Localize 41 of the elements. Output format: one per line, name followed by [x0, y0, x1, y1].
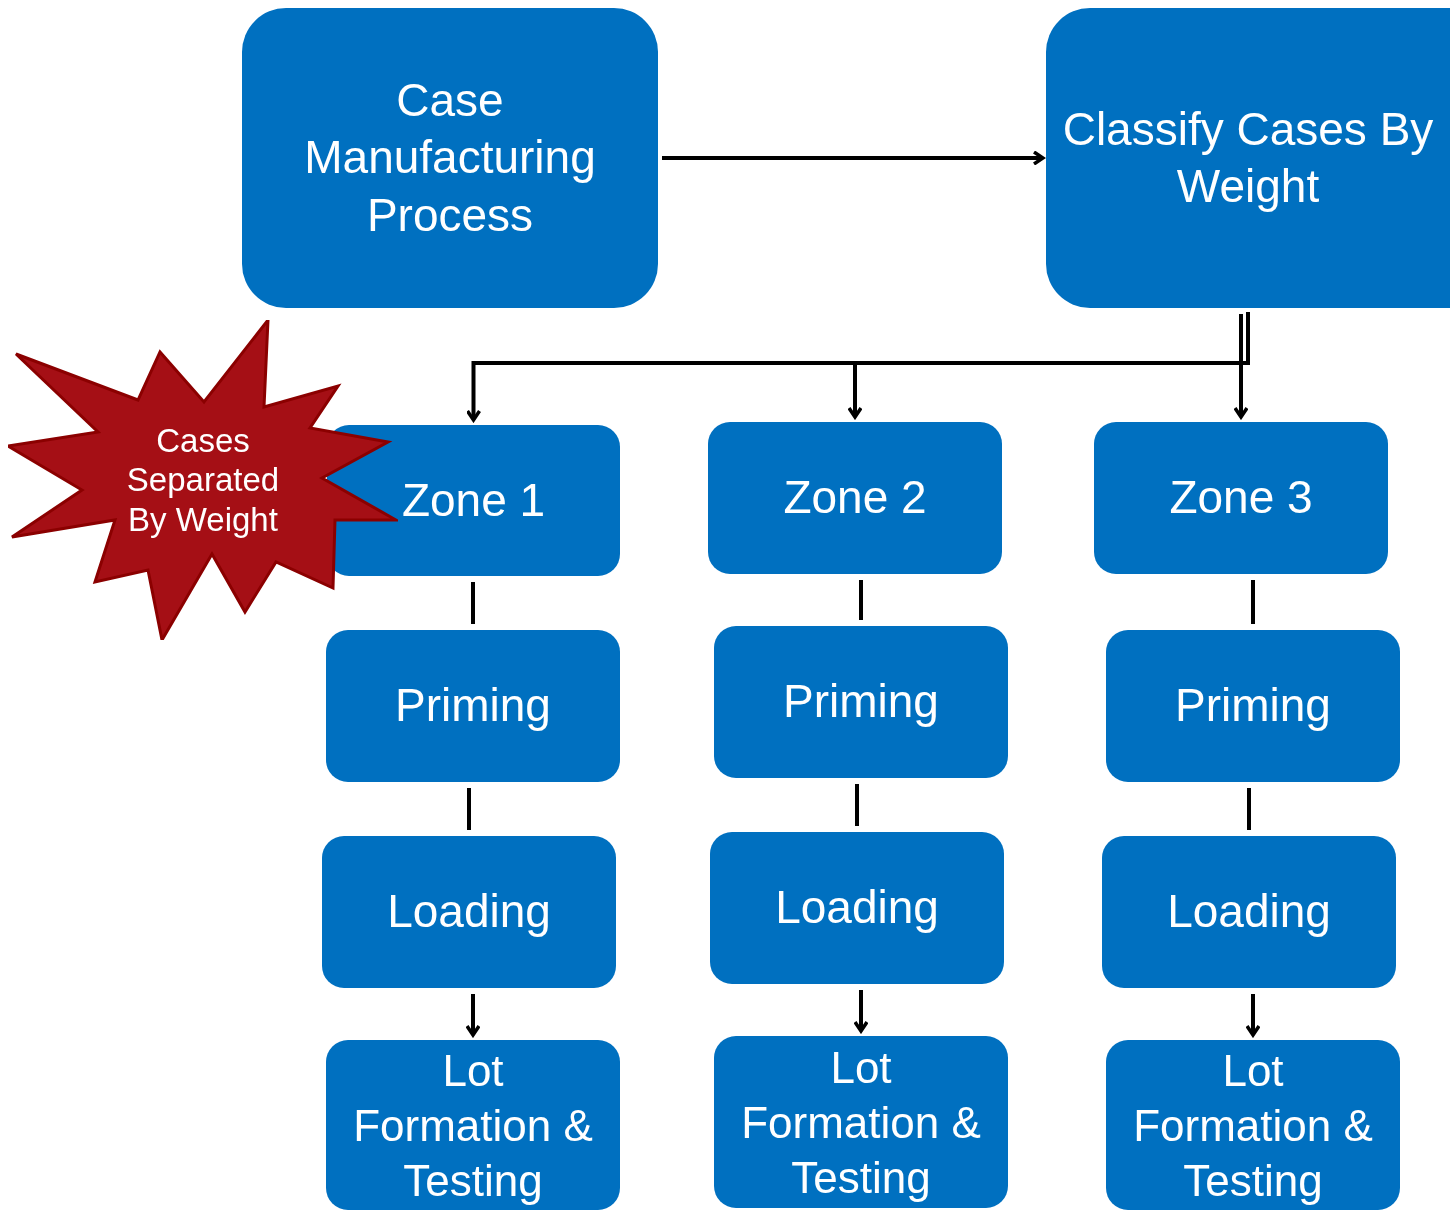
process-box — [326, 630, 620, 782]
process-box — [1102, 836, 1396, 988]
box-label: Cases Separated By Weight — [125, 420, 281, 540]
arrow — [1233, 314, 1249, 419]
starburst-callout — [8, 320, 398, 640]
box-label: Loading — [1167, 884, 1331, 940]
box-label: Priming — [395, 678, 551, 734]
box-label: Zone 2 — [783, 470, 927, 526]
arrow — [853, 990, 869, 1033]
box-label: Case Manufacturing Process — [303, 72, 597, 243]
box-label: Lot Formation & Testing — [740, 1041, 982, 1204]
connector-line — [855, 784, 859, 826]
process-box — [1046, 8, 1450, 308]
arrow — [662, 150, 1045, 166]
connector-line — [471, 582, 475, 624]
box-label: Zone 1 — [401, 472, 546, 528]
box-label: Lot Formation & Testing — [1132, 1044, 1374, 1207]
process-box — [326, 1040, 620, 1210]
process-box — [1094, 422, 1388, 574]
connector-line — [1251, 580, 1255, 624]
box-label: Priming — [783, 674, 939, 730]
process-box — [714, 626, 1008, 778]
process-box — [327, 425, 620, 576]
process-box — [1106, 1040, 1400, 1210]
box-label: Loading — [775, 880, 939, 936]
box-label: Loading — [387, 884, 551, 940]
process-box — [1106, 630, 1400, 782]
box-label: Priming — [1175, 678, 1331, 734]
arrow — [465, 994, 481, 1037]
process-box — [322, 836, 616, 988]
connector-line — [859, 580, 863, 620]
process-box — [242, 8, 658, 308]
arrow — [1245, 994, 1261, 1037]
box-label: Lot Formation & Testing — [352, 1044, 594, 1207]
connector-line — [1247, 788, 1251, 830]
box-label: Classify Cases By Weight — [1062, 101, 1434, 214]
connector-line — [467, 788, 471, 830]
process-box — [708, 422, 1002, 574]
process-box — [714, 1036, 1008, 1208]
box-label: Zone 3 — [1169, 470, 1313, 526]
process-box — [710, 832, 1004, 984]
